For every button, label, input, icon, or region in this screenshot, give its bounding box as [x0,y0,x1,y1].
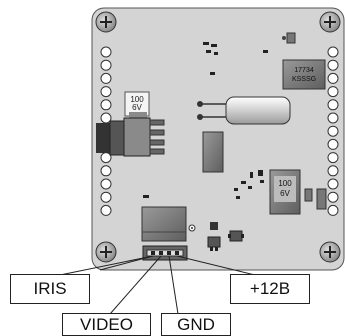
cap-left-marking-1: 100 [130,95,144,104]
pad-hole [100,204,112,216]
pad-hole [100,178,112,190]
pad-hole [327,165,339,177]
pad-hole [327,99,339,111]
screw-icon [95,241,117,263]
ic-chip: 17734 KSSSG [282,59,326,90]
chip-marking-2: KSSSG [292,76,316,83]
cap-left-marking-2: 6V [132,103,142,112]
pad-hole [100,72,112,84]
pad-hole [327,191,339,203]
pad-hole [327,178,339,190]
pad-hole [100,86,112,98]
transistor [207,222,244,251]
pad-hole [327,125,339,137]
pad-hole [327,86,339,98]
screw-icon [319,11,341,33]
pad-hole [327,59,339,71]
small-component [286,32,296,44]
cap-right-marking-2: 6V [280,189,290,198]
label-iris: IRIS [10,274,90,304]
pad-hole [100,191,112,203]
pad-hole [327,204,339,216]
pad-hole [327,46,339,58]
output-connector [142,245,188,261]
screw-icon [95,11,117,33]
screw-icon [319,241,341,263]
cap-right-marking-1: 100 [278,179,292,188]
pad-hole [100,59,112,71]
pad-hole [327,152,339,164]
right-edge-pads [327,46,339,216]
smd-components [143,42,268,199]
capacitor-left: 100 6V [124,91,150,118]
pad-hole [327,138,339,150]
tall-component [202,131,224,173]
capacitor-right: 100 6V [269,169,301,215]
crystal-oscillator [197,96,291,125]
label-power: +12B [230,274,310,304]
small-capacitor [316,188,327,210]
pad-hole [100,165,112,177]
label-video: VIDEO [62,313,151,336]
pad-hole [100,99,112,111]
chip-marking-1: 17734 [294,67,314,74]
side-connector [96,117,165,157]
pad-hole [327,72,339,84]
small-capacitor [304,188,313,202]
pad-hole [327,112,339,124]
bottom-module [141,206,196,242]
label-gnd: GND [161,313,231,336]
leader-lines [59,255,256,315]
pad-hole [100,46,112,58]
